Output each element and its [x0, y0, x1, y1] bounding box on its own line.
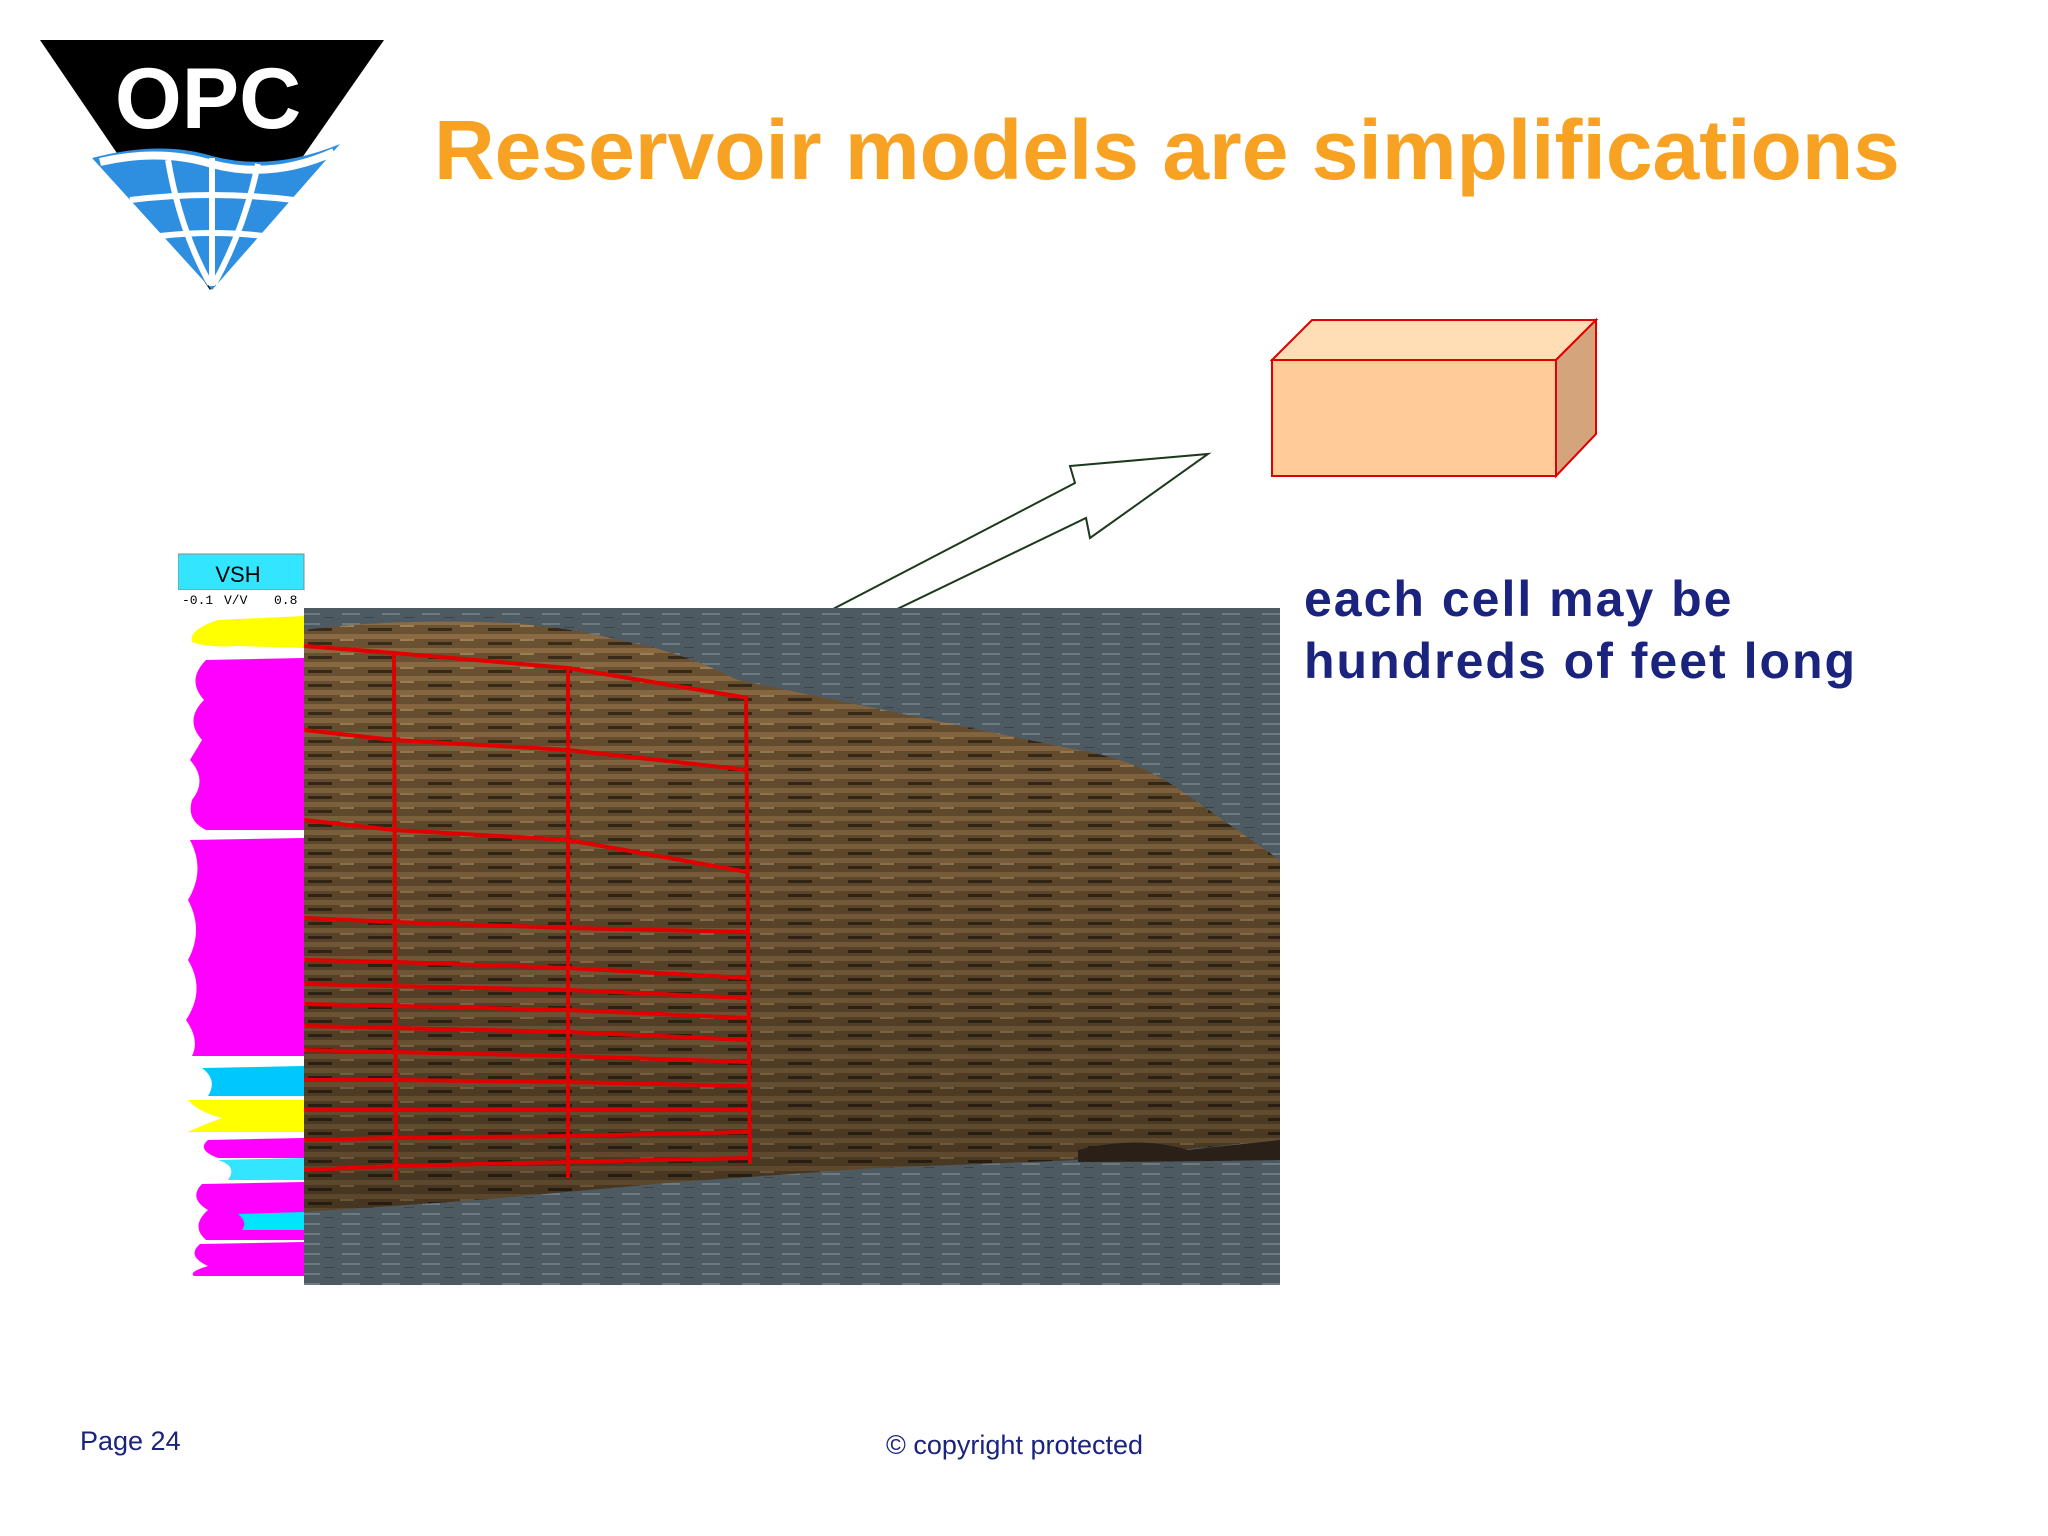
logo-text: OPC	[115, 51, 301, 147]
grid-cell-box	[1269, 317, 1599, 479]
cell-size-caption: each cell may be hundreds of feet long	[1304, 571, 1858, 689]
log-scale-min: -0.1	[182, 593, 213, 608]
log-scale-unit: V/V	[224, 593, 248, 608]
reservoir-model-grid	[303, 644, 752, 1181]
opc-logo: OPC	[40, 40, 384, 290]
slide-title: Reservoir models are simplifications	[434, 103, 1900, 197]
vsh-well-log: VSH -0.1 V/V 0.8	[178, 553, 305, 1276]
copyright-notice: © copyright protected	[886, 1430, 1144, 1460]
page-number: Page 24	[80, 1426, 181, 1456]
log-scale-max: 0.8	[274, 593, 297, 608]
cliff-photo	[304, 608, 1280, 1285]
log-header: VSH	[215, 562, 260, 587]
reservoir-figure: VSH -0.1 V/V 0.8	[178, 553, 1280, 1285]
globe-icon	[92, 144, 340, 290]
